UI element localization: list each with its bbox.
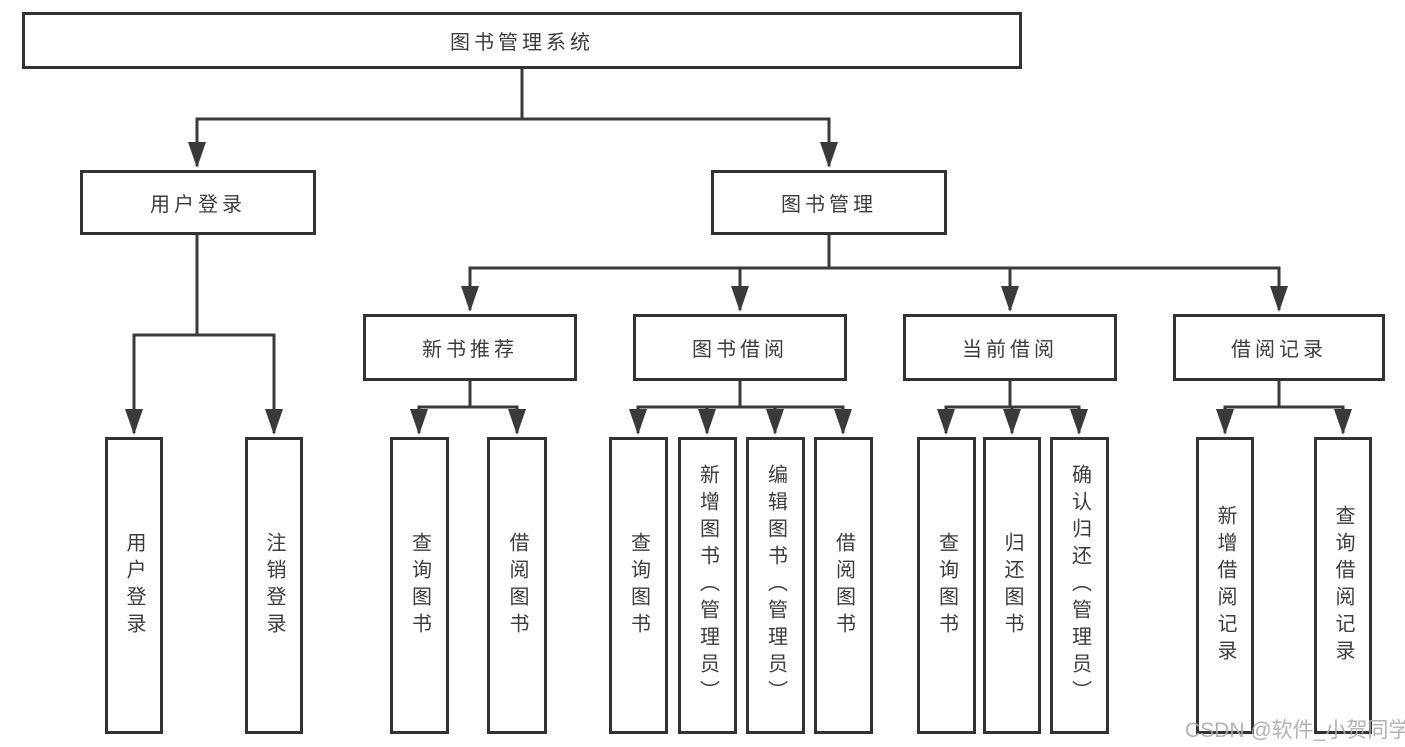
leaf-label: 查询图书 [408,531,431,640]
leaf-label: 查询图书 [627,531,650,640]
leaf-query-books-3: 查询图书 [917,437,976,734]
leaf-borrow-books-1: 借阅图书 [487,437,547,734]
node-new-book-recommend: 新书推荐 [363,314,577,381]
leaf-label: 编辑图书（管理员） [764,464,787,707]
leaf-borrow-books-2: 借阅图书 [814,437,873,734]
leaf-label: 查询图书 [935,531,958,640]
csdn-watermark: CSDN @软件_小贺同学 [1185,719,1405,742]
leaf-return-books: 归还图书 [983,437,1041,734]
leaf-label: 用户登录 [123,531,145,640]
leaf-label: 借阅图书 [506,531,528,640]
node-book-borrow: 图书借阅 [633,314,847,381]
leaf-add-books-admin: 新增图书（管理员） [678,437,737,734]
node-borrow-records: 借阅记录 [1173,314,1385,381]
node-book-management: 图书管理 [711,170,947,235]
leaf-add-borrow-record: 新增借阅记录 [1196,437,1254,734]
leaf-label: 归还图书 [1001,531,1023,640]
leaf-label: 查询借阅记录 [1332,504,1354,667]
leaf-logout: 注销登录 [245,437,303,734]
leaf-query-books-1: 查询图书 [390,437,449,734]
leaf-label: 借阅图书 [832,531,855,640]
leaf-query-borrow-record: 查询借阅记录 [1314,437,1372,734]
node-library-management-system: 图书管理系统 [22,12,1022,69]
leaf-user-login: 用户登录 [105,437,163,734]
leaf-confirm-return-admin: 确认归还（管理员） [1050,437,1109,734]
leaf-edit-books-admin: 编辑图书（管理员） [746,437,805,734]
leaf-label: 新增图书（管理员） [696,464,719,707]
leaf-label: 注销登录 [263,531,285,640]
leaf-query-books-2: 查询图书 [609,437,668,734]
leaf-label: 新增借阅记录 [1214,504,1236,667]
node-current-borrow: 当前借阅 [903,314,1117,381]
node-user-login: 用户登录 [80,170,316,235]
leaf-label: 确认归还（管理员） [1068,464,1091,707]
